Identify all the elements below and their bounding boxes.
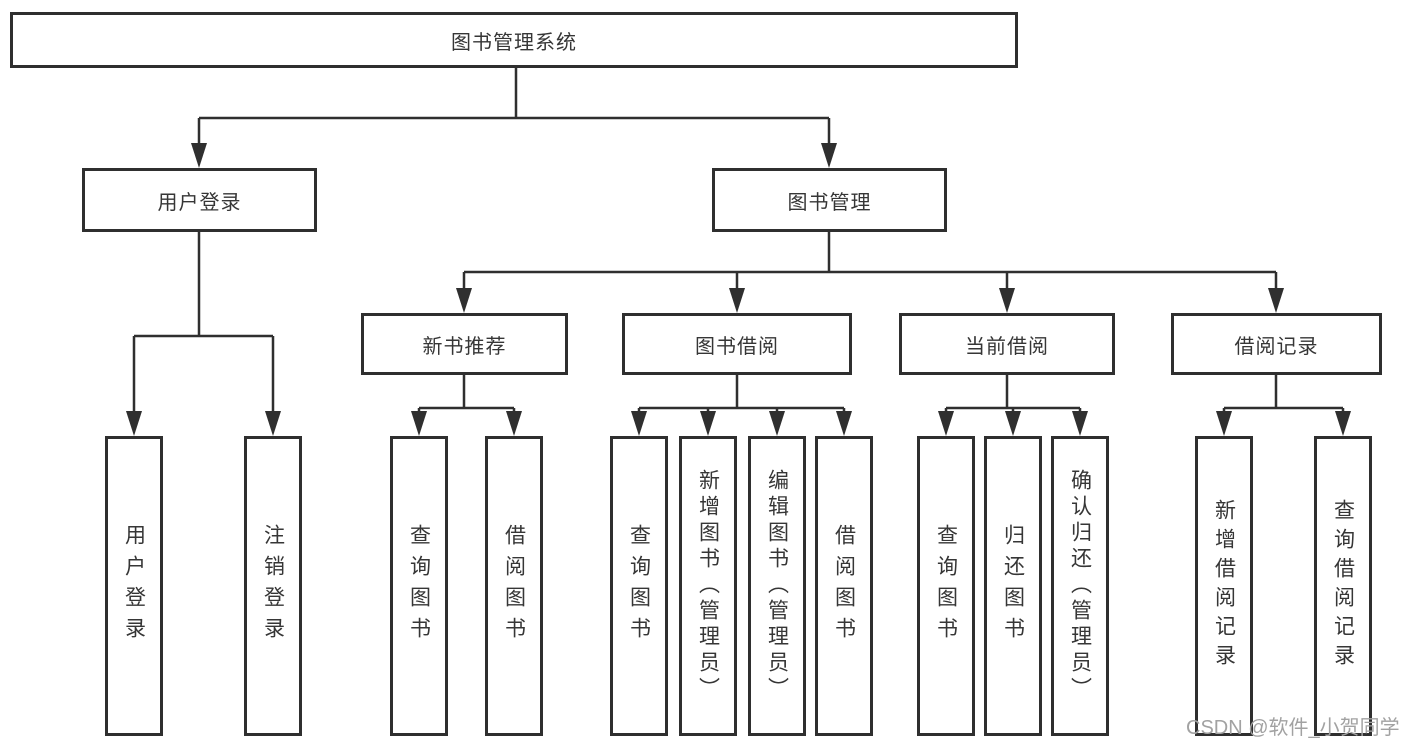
node-label: 图书管理 [787, 191, 872, 214]
node-book-management: 图书管理 [712, 168, 947, 232]
leaf-add-books-admin: 新增图书（管理员） [679, 436, 737, 736]
leaf-query-books-recommend: 查询图书 [390, 436, 448, 736]
node-new-book-recommendation: 新书推荐 [361, 313, 568, 375]
csdn-watermark: CSDN @软件_小贺同学 [1186, 717, 1400, 739]
node-library-management-system: 图书管理系统 [10, 12, 1018, 68]
node-label: 注销登录 [261, 524, 285, 648]
leaf-return-books: 归还图书 [984, 436, 1042, 736]
leaf-query-books-current: 查询图书 [917, 436, 975, 736]
node-label: 查询图书 [934, 524, 958, 648]
node-label: 归还图书 [1001, 524, 1025, 648]
node-label: 编辑图书（管理员） [765, 469, 789, 703]
node-label: 用户登录 [157, 191, 242, 214]
node-label: 借阅图书 [832, 524, 856, 648]
leaf-query-books-borrow: 查询图书 [610, 436, 668, 736]
leaf-confirm-return-admin: 确认归还（管理员） [1051, 436, 1109, 736]
node-borrowing-records: 借阅记录 [1171, 313, 1382, 375]
leaf-logout: 注销登录 [244, 436, 302, 736]
arrowheads [126, 143, 1351, 436]
node-label: 借阅图书 [502, 524, 526, 648]
node-label: 当前借阅 [965, 335, 1049, 358]
node-label: 新书推荐 [422, 335, 507, 358]
node-label: 借阅记录 [1234, 335, 1319, 358]
leaf-user-login: 用户登录 [105, 436, 163, 736]
node-label: 新增图书（管理员） [696, 469, 720, 703]
node-label: 查询图书 [407, 524, 431, 648]
leaf-add-borrow-record: 新增借阅记录 [1195, 436, 1253, 736]
node-label: 图书借阅 [695, 335, 779, 358]
node-label: 用户登录 [122, 524, 146, 648]
node-label: 确认归还（管理员） [1068, 469, 1092, 703]
node-label: 图书管理系统 [451, 31, 577, 54]
node-user-login: 用户登录 [82, 168, 317, 232]
leaf-borrow-books-recommend: 借阅图书 [485, 436, 543, 736]
leaf-borrow-books: 借阅图书 [815, 436, 873, 736]
node-current-borrowing: 当前借阅 [899, 313, 1115, 375]
leaf-query-borrow-record: 查询借阅记录 [1314, 436, 1372, 736]
node-book-borrowing: 图书借阅 [622, 313, 852, 375]
node-label: 查询图书 [627, 524, 651, 648]
node-label: 新增借阅记录 [1212, 499, 1236, 673]
node-label: 查询借阅记录 [1331, 499, 1355, 673]
leaf-edit-books-admin: 编辑图书（管理员） [748, 436, 806, 736]
